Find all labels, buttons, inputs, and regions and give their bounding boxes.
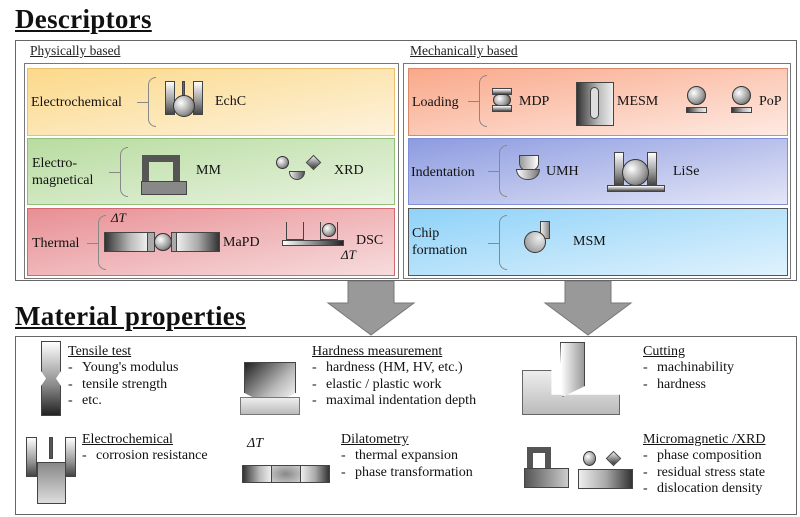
bullet: hardness (HM, HV, etc.) — [312, 360, 482, 377]
bullet: tensile strength — [68, 377, 178, 394]
group-label: Indentation — [411, 165, 475, 180]
property-title: Cutting — [643, 344, 686, 359]
group-label-line2: formation — [412, 243, 468, 258]
method-mapd: MaPD — [223, 235, 260, 250]
group-thermal: Thermal ΔT MaPD DSC ΔT — [27, 208, 395, 276]
properties-title: Material properties — [15, 301, 246, 331]
bullet: elastic / plastic work — [312, 377, 482, 394]
bullet: phase transformation — [341, 465, 481, 482]
arrow-down-icon — [326, 281, 416, 336]
method-echc: EchC — [215, 94, 247, 109]
group-electrochemical: Electrochemical EchC — [27, 68, 395, 136]
group-indentation: Indentation UMH LiSe — [408, 138, 788, 205]
property-title: Hardness measurement — [312, 344, 443, 359]
physical-heading: Physically based — [30, 43, 121, 58]
property-cutting: Cutting machinabilityhardness — [643, 344, 734, 393]
group-loading: Loading MDP MESM PoP — [408, 68, 788, 136]
method-mesm: MESM — [617, 94, 659, 109]
bullet: hardness — [643, 377, 734, 394]
mechanical-heading: Mechanically based — [410, 43, 518, 58]
brace — [468, 75, 487, 127]
group-label-line1: Chip — [412, 226, 440, 241]
group-label: Thermal — [32, 236, 80, 251]
method-mm: MM — [196, 163, 221, 178]
method-lise: LiSe — [673, 164, 700, 179]
hardness-sample-icon — [240, 397, 300, 415]
bullet: residual stress state — [643, 465, 765, 482]
property-title: Dilatometry — [341, 432, 409, 447]
bullet: dislocation density — [643, 481, 765, 498]
group-chip-formation: Chip formation MSM — [408, 208, 788, 276]
group-label-line2: magnetical — [32, 173, 94, 188]
group-label: Loading — [412, 95, 459, 110]
bullet: etc. — [68, 393, 178, 410]
arrow-down-icon — [543, 281, 633, 336]
descriptors-title: Descriptors — [15, 4, 152, 34]
group-label: Electrochemical — [31, 95, 122, 110]
property-micromagnetic-xrd: Micromagnetic /XRD phase compositionresi… — [643, 432, 765, 498]
brace — [137, 77, 156, 127]
property-title: Tensile test — [68, 344, 132, 359]
property-title: Micromagnetic /XRD — [643, 432, 766, 447]
delta-t-label: ΔT — [111, 210, 126, 225]
method-dsc: DSC — [356, 233, 384, 248]
mechanical-frame — [403, 63, 791, 279]
bullet: phase composition — [643, 448, 765, 465]
property-tensile-test: Tensile test Young's modulustensile stre… — [68, 344, 178, 410]
method-umh: UMH — [546, 164, 579, 179]
method-pop: PoP — [759, 94, 782, 109]
bullet: corrosion resistance — [82, 448, 208, 465]
property-title: Electrochemical — [82, 432, 173, 447]
brace — [109, 147, 128, 197]
brace — [488, 145, 507, 197]
bullet: machinability — [643, 360, 734, 377]
group-label-line1: Electro- — [32, 156, 78, 171]
delta-t-label: ΔT — [341, 247, 356, 262]
property-dilatometry: Dilatometry thermal expansionphase trans… — [341, 432, 481, 481]
method-mdp: MDP — [519, 94, 550, 109]
delta-t-label: ΔT — [247, 436, 264, 451]
physical-frame — [24, 63, 399, 279]
method-msm: MSM — [573, 234, 606, 249]
method-xrd: XRD — [334, 163, 364, 178]
bullet: thermal expansion — [341, 448, 481, 465]
brace — [488, 215, 507, 270]
group-electromagnetical: Electro- magnetical MM XRD — [27, 138, 395, 205]
property-hardness-measurement: Hardness measurement hardness (HM, HV, e… — [312, 344, 482, 410]
bullet: maximal indentation depth — [312, 393, 482, 410]
property-electrochemical: Electrochemical corrosion resistance — [82, 432, 208, 465]
bullet: Young's modulus — [68, 360, 178, 377]
